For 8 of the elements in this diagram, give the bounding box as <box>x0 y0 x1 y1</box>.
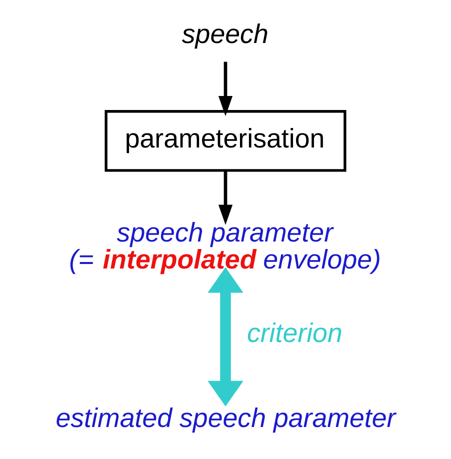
arrow <box>218 62 233 116</box>
node-box: parameterisation <box>104 110 346 172</box>
node-text: speech parameter (= interpolated envelope) <box>69 218 381 274</box>
arrow <box>208 267 244 406</box>
arrow <box>218 170 233 225</box>
node-text: speech <box>182 18 268 49</box>
node-text: estimated speech parameter <box>56 402 396 433</box>
edge-label: criterion <box>246 318 342 348</box>
